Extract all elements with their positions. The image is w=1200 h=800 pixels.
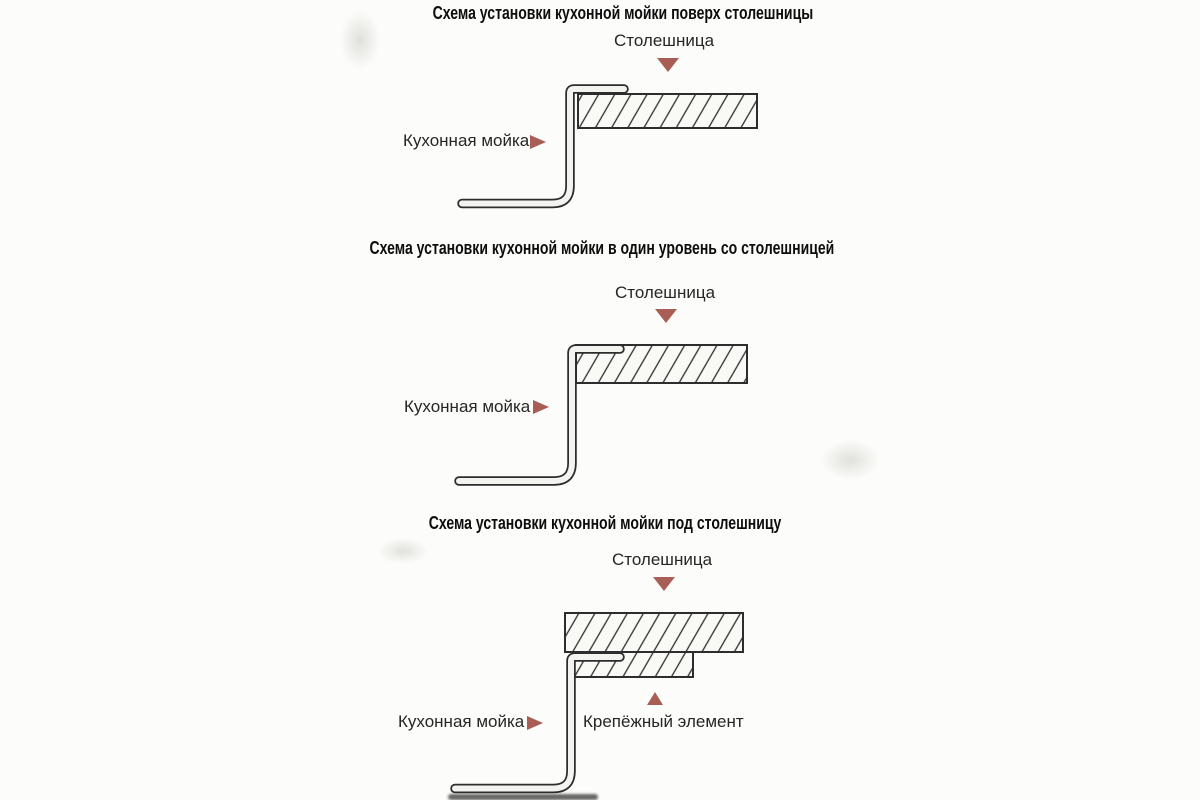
sink-profile-diagram	[448, 612, 744, 800]
right-arrow-icon	[533, 400, 549, 414]
up-arrow-icon	[647, 692, 663, 705]
sink-label: Кухонная мойка	[398, 712, 525, 731]
countertop-section	[577, 93, 758, 129]
right-arrow-icon	[527, 716, 543, 730]
scheme-title: Схема установки кухонной мойки под столе…	[428, 513, 782, 533]
sink-profile-diagram	[454, 344, 748, 486]
sink-profile	[456, 346, 623, 484]
down-arrow-icon	[653, 577, 675, 591]
sink-profile	[459, 86, 627, 207]
sink-profile-diagram	[457, 84, 758, 209]
down-arrow-icon	[657, 58, 679, 72]
scan-smudge	[340, 10, 380, 70]
scan-smudge	[820, 440, 880, 480]
scan-shadow	[448, 794, 598, 800]
sink-label: Кухонная мойка	[404, 397, 531, 416]
fastener-label: Крепёжный элемент	[583, 712, 744, 731]
countertop-label: Столешница	[611, 550, 713, 569]
scheme-title: Схема установки кухонной мойки поверх ст…	[432, 3, 814, 23]
right-arrow-icon	[530, 135, 546, 149]
countertop-label: Столешница	[614, 283, 716, 302]
scheme-title: Схема установки кухонной мойки в один ур…	[369, 238, 835, 258]
scan-smudge	[378, 538, 428, 564]
countertop-label: Столешница	[613, 31, 715, 50]
down-arrow-icon	[655, 309, 677, 323]
countertop-section	[564, 612, 744, 653]
sink-profile	[452, 654, 623, 792]
sink-label: Кухонная мойка	[403, 131, 530, 150]
